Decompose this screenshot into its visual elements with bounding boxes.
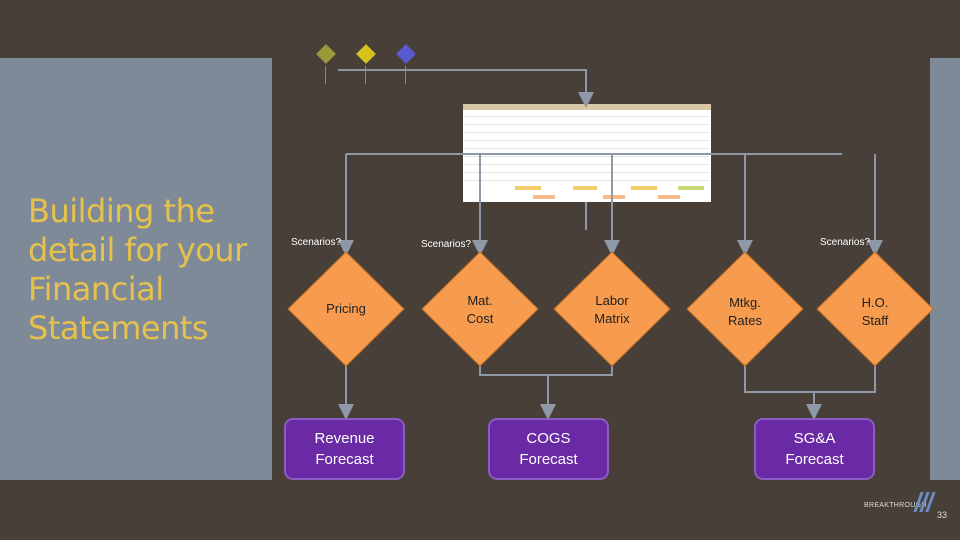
decision-mat-cost-label: Mat. Cost <box>466 293 494 326</box>
spreadsheet-row <box>465 172 709 173</box>
thumbnail-tick <box>325 66 326 84</box>
spreadsheet-row <box>465 116 709 117</box>
spreadsheet-tag <box>533 195 555 199</box>
scenario-label-middle: Scenarios? <box>421 239 472 250</box>
decision-labor-matrix-label: Labor Matrix <box>594 293 630 326</box>
decision-pricing-label: Pricing <box>326 301 366 316</box>
decision-mat-cost-shape <box>421 251 539 367</box>
slide-title: Building the detail for your Financial S… <box>28 192 247 347</box>
spreadsheet-tag <box>573 186 597 190</box>
company-logo: BREAKTHROUGH <box>864 502 927 509</box>
spreadsheet-row <box>465 156 709 157</box>
decision-ho-staff-label: H.O. Staff <box>861 295 889 328</box>
spreadsheet-tag <box>658 195 680 199</box>
connector-line <box>744 366 876 393</box>
connector-line <box>479 366 613 376</box>
spreadsheet-row <box>465 124 709 125</box>
decision-mtkg-rates-label: Mtkg. Rates <box>728 295 762 328</box>
spreadsheet-row <box>465 164 709 165</box>
spreadsheet-tag <box>678 186 704 190</box>
flowchart-thumbnail <box>310 40 430 100</box>
spreadsheet-tag <box>515 186 541 190</box>
decision-labor-matrix-shape <box>553 251 671 367</box>
scenario-label-right: Scenarios? <box>820 237 871 248</box>
revenue-forecast-box: Revenue Forecast <box>284 418 405 480</box>
decision-ho-staff-shape <box>816 251 934 367</box>
spreadsheet-row <box>465 132 709 133</box>
cogs-forecast-box: COGS Forecast <box>488 418 609 480</box>
decision-pricing-shape <box>287 251 405 367</box>
spreadsheet-row <box>465 148 709 149</box>
decision-mtkg-rates-shape <box>686 251 804 367</box>
scenario-label-left: Scenarios? <box>291 237 342 248</box>
right-panel-strip <box>930 58 960 480</box>
spreadsheet-row <box>465 140 709 141</box>
title-panel <box>0 58 272 480</box>
spreadsheet-row <box>465 180 709 181</box>
thumbnail-tick <box>365 66 366 84</box>
connector-line <box>338 69 594 108</box>
thumbnail-tick <box>405 66 406 84</box>
spreadsheet-tag <box>603 195 625 199</box>
spreadsheet-tag <box>631 186 657 190</box>
page-number: 33 <box>937 510 948 520</box>
sga-forecast-box: SG&A Forecast <box>754 418 875 480</box>
